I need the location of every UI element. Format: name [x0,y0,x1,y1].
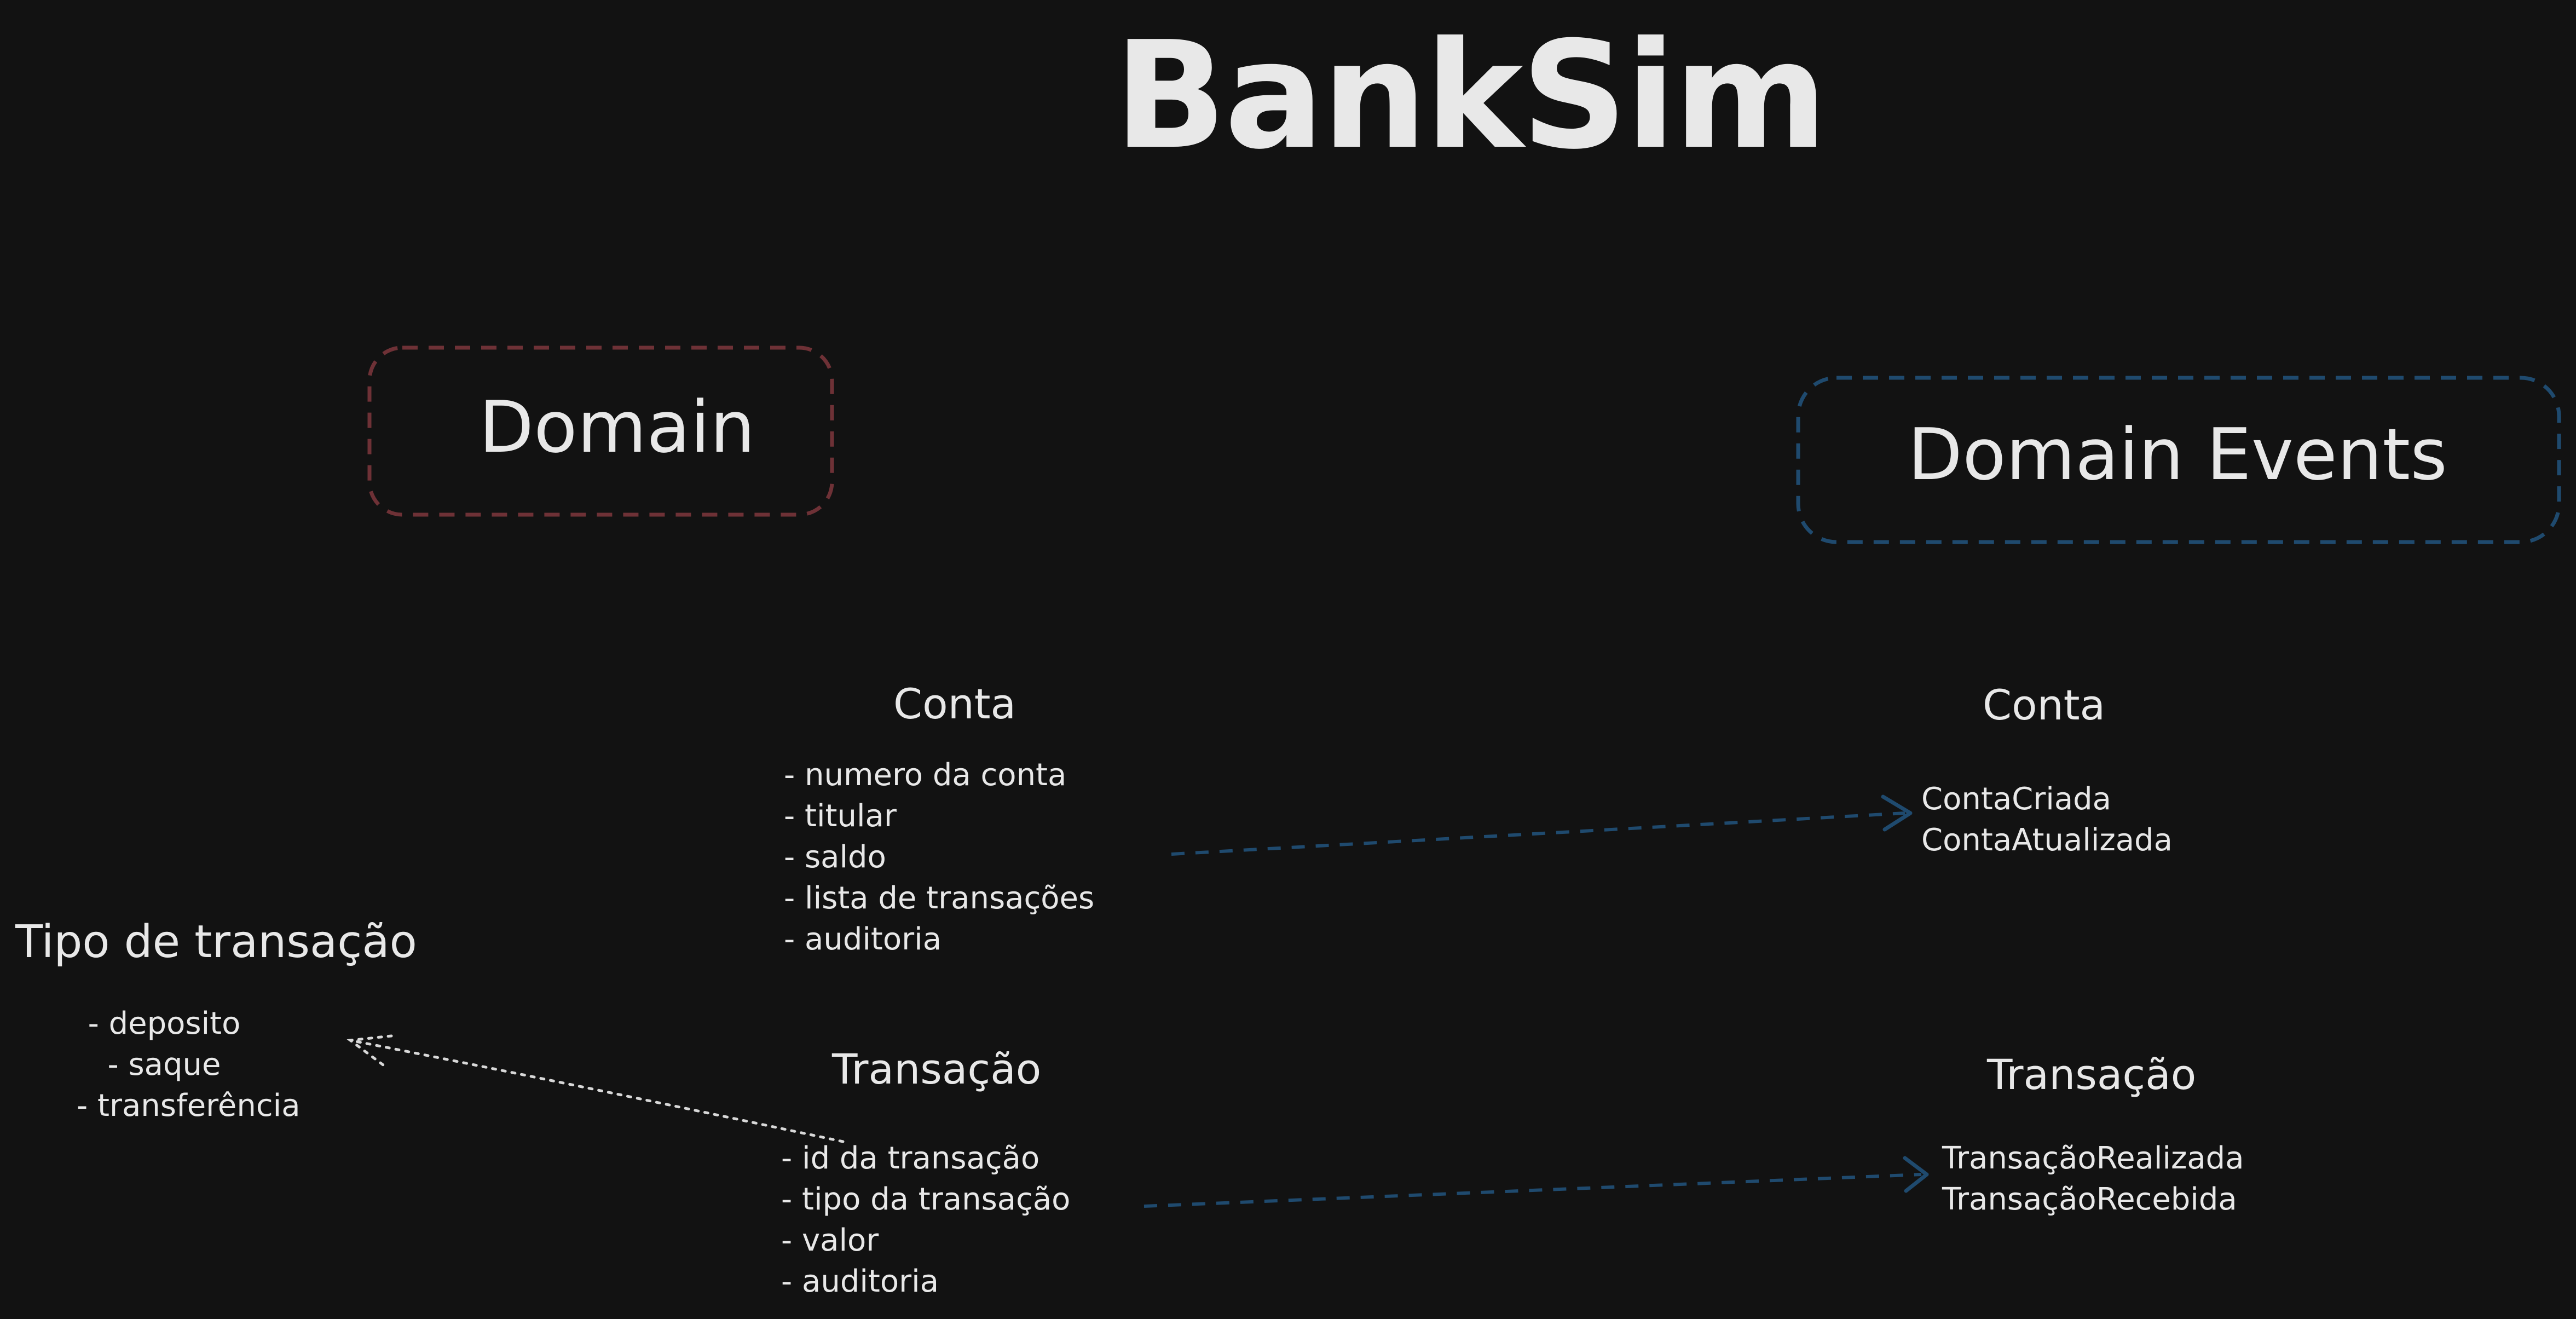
conta-events-arrow [1171,794,1913,856]
transacao-events-list: TransaçãoRealizada TransaçãoRecebida [1942,1138,2244,1220]
list-item: - transferência [77,1088,301,1124]
list-item: - lista de transações [784,880,1095,916]
list-item: - auditoria [781,1264,939,1299]
list-item: TransaçãoRecebida [1942,1182,2237,1217]
list-item: ContaAtualizada [1921,822,2173,858]
list-item: - numero da conta [784,757,1067,793]
domain-box-border [367,345,834,517]
list-item: - tipo da transação [781,1182,1071,1217]
tipo-transacao-arrow [346,1034,845,1143]
list-item: - saque [107,1047,221,1082]
list-item: - id da transação [781,1141,1040,1176]
transacao-heading: Transação [832,1045,1042,1093]
conta-events-heading: Conta [1983,681,2106,729]
events-box-border [1796,376,2561,544]
list-item: - titular [784,798,897,834]
page-title: BankSim [1114,9,1828,182]
list-item: - deposito [88,1006,241,1041]
list-item: - valor [781,1223,879,1258]
conta-events-list: ContaCriada ContaAtualizada [1921,779,2173,861]
list-item: TransaçãoRealizada [1942,1141,2244,1176]
domain-box-label: Domain [479,385,755,469]
events-box-label: Domain Events [1908,413,2447,496]
list-item: - saldo [784,839,886,875]
tipo-transacao-values: - deposito - saque - transferência [77,1003,301,1126]
conta-attributes: - numero da conta - titular - saldo - li… [784,754,1094,960]
conta-heading: Conta [893,679,1016,728]
list-item: ContaCriada [1921,781,2111,817]
transacao-events-arrow [1143,1156,1929,1208]
transacao-attributes: - id da transação - tipo da transação - … [781,1138,1070,1302]
transacao-events-heading: Transação [1987,1050,2197,1099]
tipo-transacao-heading: Tipo de transação [15,916,417,968]
list-item: - auditoria [784,921,942,957]
